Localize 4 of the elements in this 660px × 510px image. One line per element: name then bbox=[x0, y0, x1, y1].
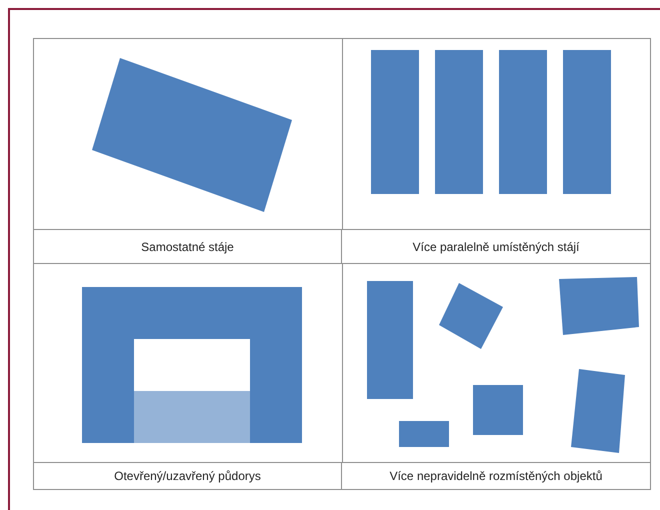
table-caption: Více paralelně umístěných stájí bbox=[412, 238, 580, 256]
table-caption: Otevřený/uzavřený půdorys bbox=[114, 468, 261, 485]
table-caption: Samostatné stáje bbox=[141, 238, 234, 256]
table-caption: Více nepravidelně rozmístěných objektů bbox=[390, 468, 602, 485]
